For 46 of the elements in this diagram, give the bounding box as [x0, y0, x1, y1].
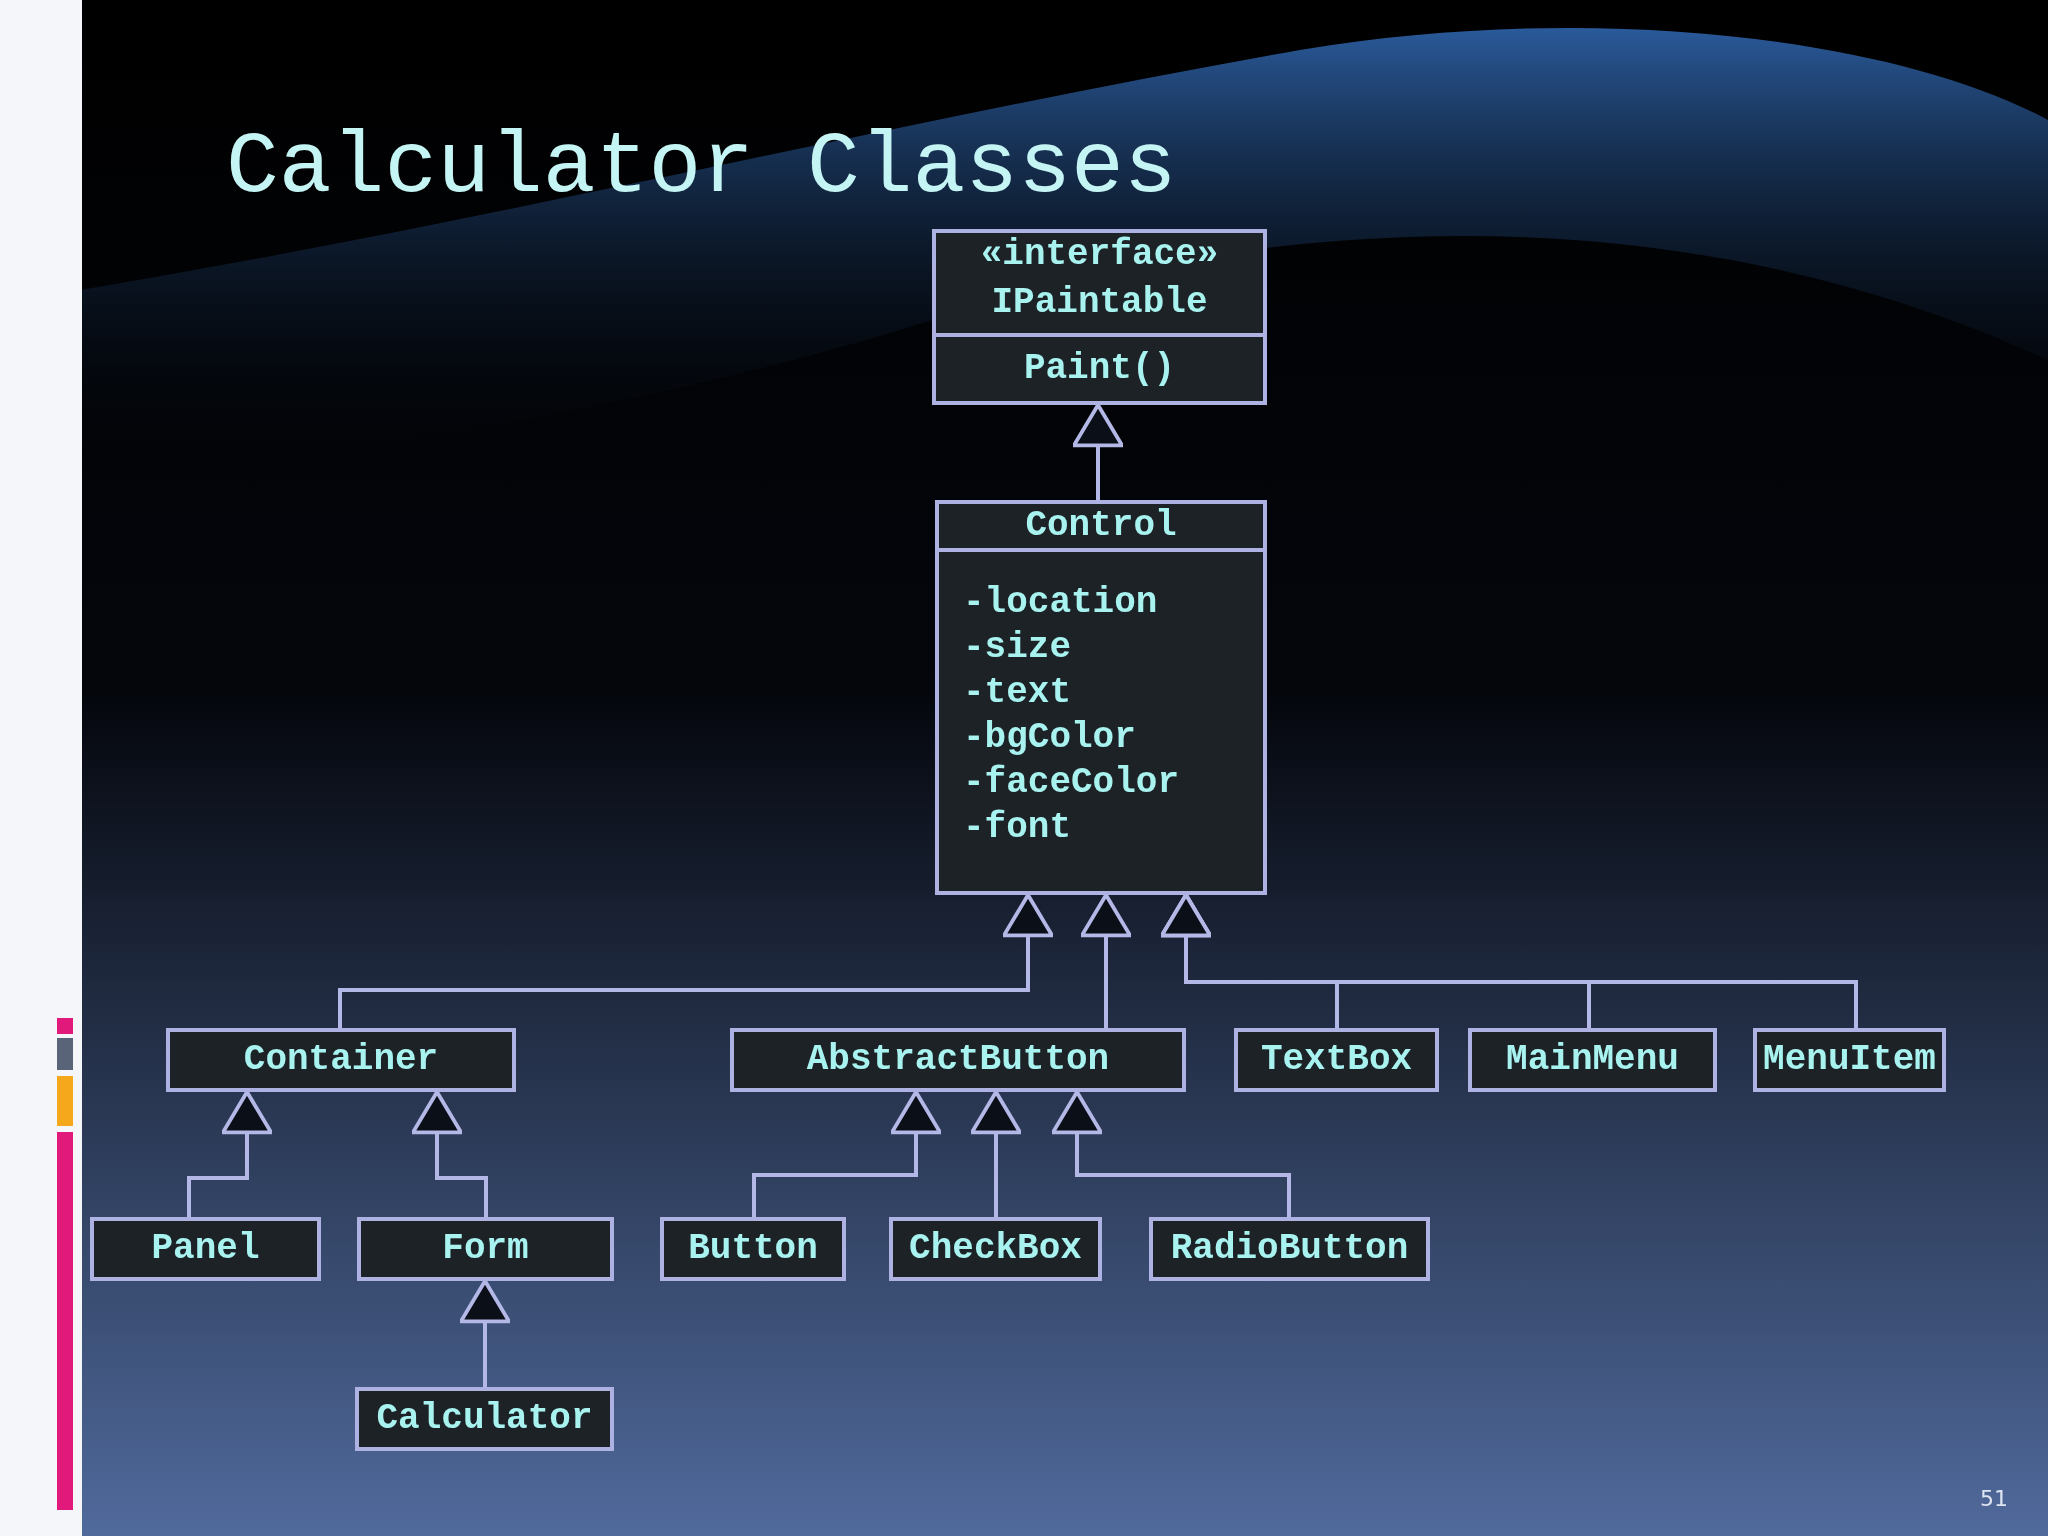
- inheritance-arrow: [411, 1090, 488, 1217]
- inheritance-arrow: [459, 1279, 511, 1387]
- inheritance-arrow: [1072, 403, 1124, 500]
- class-name: Form: [441, 1227, 530, 1271]
- attribute-name: -faceColor: [963, 761, 1181, 805]
- class-box: [355, 1387, 614, 1451]
- class-box: [1468, 1028, 1717, 1092]
- class-box: [1234, 1028, 1439, 1092]
- class-box: [935, 500, 1267, 895]
- class-box: [1753, 1028, 1946, 1092]
- class-name: MainMenu: [1505, 1038, 1680, 1082]
- class-box: [660, 1217, 846, 1281]
- class-box: [730, 1028, 1186, 1092]
- method-name: Paint(): [936, 333, 1263, 401]
- class-name: Panel: [150, 1227, 261, 1271]
- page-number: 51: [1980, 1486, 2008, 1511]
- inheritance-arrow: [970, 1090, 1022, 1217]
- inheritance-arrow: [1051, 1090, 1291, 1217]
- class-box: [90, 1217, 321, 1281]
- attribute-name: -text: [963, 671, 1073, 715]
- attribute-name: -location: [963, 581, 1159, 625]
- class-name: Button: [687, 1227, 819, 1271]
- inheritance-arrow: [187, 1090, 273, 1217]
- class-name: AbstractButton: [805, 1038, 1111, 1082]
- class-box: [932, 229, 1267, 405]
- class-box: [889, 1217, 1102, 1281]
- attribute-name: -font: [963, 806, 1073, 850]
- class-box: [166, 1028, 516, 1092]
- class-name: CheckBox: [908, 1227, 1083, 1271]
- inheritance-arrow: [338, 893, 1054, 1028]
- inheritance-arrow: [752, 1090, 942, 1217]
- class-name: Container: [242, 1038, 440, 1082]
- attribute-name: -bgColor: [963, 716, 1137, 760]
- class-name: Calculator: [375, 1397, 594, 1441]
- class-name: Control: [939, 504, 1263, 552]
- class-box: [357, 1217, 614, 1281]
- class-box: [1149, 1217, 1430, 1281]
- class-name: MenuItem: [1762, 1038, 1937, 1082]
- inheritance-arrow: [1160, 893, 1858, 1028]
- class-name: IPaintable: [990, 281, 1209, 325]
- inheritance-arrow: [1080, 893, 1132, 1028]
- attribute-name: -size: [963, 626, 1073, 670]
- class-name: RadioButton: [1169, 1227, 1410, 1271]
- class-name: TextBox: [1259, 1038, 1414, 1082]
- stereotype: «interface»: [979, 235, 1220, 275]
- slide-title: Calculator Classes: [226, 118, 1177, 218]
